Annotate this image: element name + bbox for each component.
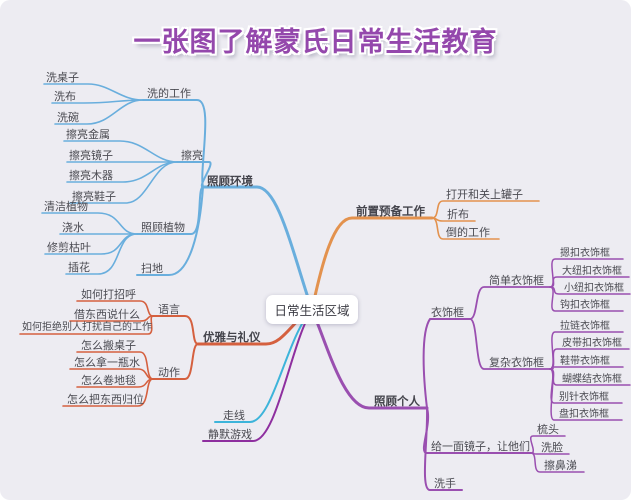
node-care-personal[interactable]: 照顾个人: [374, 394, 420, 408]
node-snap-frame[interactable]: 摁扣衣饰框: [560, 248, 610, 259]
node-how-to-greet[interactable]: 如何打招呼: [81, 288, 136, 301]
node-wash-cloth[interactable]: 洗布: [54, 90, 76, 103]
node-trim-dead-leaves[interactable]: 修剪枯叶: [47, 241, 91, 254]
branch-care-environment-lines: [41, 83, 314, 312]
node-complex-frames[interactable]: 复杂衣饰框: [489, 356, 544, 369]
node-care-environment[interactable]: 照顾环境: [207, 174, 253, 188]
node-hook-frame[interactable]: 钩扣衣饰框: [560, 300, 610, 311]
node-clean-plants[interactable]: 清洁植物: [44, 200, 88, 213]
branch-walking-line-lines: [214, 309, 313, 423]
node-sweeping[interactable]: 扫地: [141, 262, 163, 275]
node-safety-pin-frame[interactable]: 别针衣饰框: [559, 392, 609, 403]
node-zipper-frame[interactable]: 拉链衣饰框: [560, 321, 610, 332]
branch-silence-game-lines: [202, 309, 313, 442]
node-small-button-frame[interactable]: 小纽扣衣饰框: [564, 283, 624, 294]
node-simple-frames[interactable]: 简单衣饰框: [489, 274, 544, 287]
node-grace-courtesy[interactable]: 优雅与礼仪: [203, 330, 261, 344]
node-wash-hands[interactable]: 洗手: [434, 477, 456, 490]
node-flower-arranging[interactable]: 插花: [68, 261, 90, 274]
center-topic[interactable]: 日常生活区域: [266, 295, 358, 324]
node-frog-button-frame[interactable]: 盘扣衣饰框: [559, 409, 609, 420]
node-prep-work[interactable]: 前置预备工作: [356, 204, 425, 218]
node-washing-work[interactable]: 洗的工作: [147, 87, 191, 100]
node-pouring-work[interactable]: 倒的工作: [446, 226, 490, 239]
node-mirror-topic[interactable]: 给一面镜子，让他们: [431, 440, 530, 453]
node-comb-hair[interactable]: 梳头: [537, 423, 559, 436]
page-title: 一张图了解蒙氏日常生活教育: [133, 27, 498, 58]
node-open-close-jars[interactable]: 打开和关上罐子: [446, 188, 523, 201]
node-polish-wood[interactable]: 擦亮木器: [69, 169, 113, 182]
node-refuse-disturbance[interactable]: 如何拒绝别人打扰自己的工作: [22, 322, 152, 333]
node-movement[interactable]: 动作: [158, 366, 180, 379]
node-wash-table[interactable]: 洗桌子: [46, 71, 79, 84]
node-watering[interactable]: 浇水: [62, 221, 84, 234]
node-polish-mirror[interactable]: 擦亮镜子: [69, 149, 113, 162]
node-bow-frame[interactable]: 蝴蝶结衣饰框: [562, 374, 622, 385]
node-care-plants[interactable]: 照顾植物: [141, 221, 185, 234]
node-wipe-nose[interactable]: 擦鼻涕: [544, 459, 577, 472]
node-polish-shoes[interactable]: 擦亮鞋子: [72, 190, 116, 203]
node-walking-line[interactable]: 走线: [223, 409, 245, 422]
node-fold-cloth[interactable]: 折布: [447, 208, 469, 221]
node-polishing[interactable]: 擦亮: [181, 149, 203, 162]
branch-prep-work-lines: [310, 200, 540, 312]
node-carry-bottle[interactable]: 怎么拿一瓶水: [74, 356, 140, 369]
node-belt-buckle-frame[interactable]: 皮带扣衣饰框: [562, 338, 622, 349]
node-silence-game[interactable]: 静默游戏: [208, 428, 252, 441]
node-roll-carpet[interactable]: 怎么卷地毯: [81, 374, 136, 387]
node-put-things-back[interactable]: 怎么把东西归位: [67, 393, 144, 406]
node-wash-face[interactable]: 洗脸: [541, 441, 563, 454]
node-wash-dishes[interactable]: 洗碗: [57, 111, 79, 124]
node-dressing-frames[interactable]: 衣饰框: [431, 306, 464, 319]
node-move-table[interactable]: 怎么搬桌子: [81, 339, 136, 352]
node-shoelace-frame[interactable]: 鞋带衣饰框: [560, 356, 610, 367]
node-language[interactable]: 语言: [158, 303, 180, 316]
node-large-button-frame[interactable]: 大纽扣衣饰框: [562, 266, 622, 277]
node-polish-metal[interactable]: 擦亮金属: [66, 128, 110, 141]
node-borrowing-words[interactable]: 借东西说什么: [74, 308, 140, 321]
